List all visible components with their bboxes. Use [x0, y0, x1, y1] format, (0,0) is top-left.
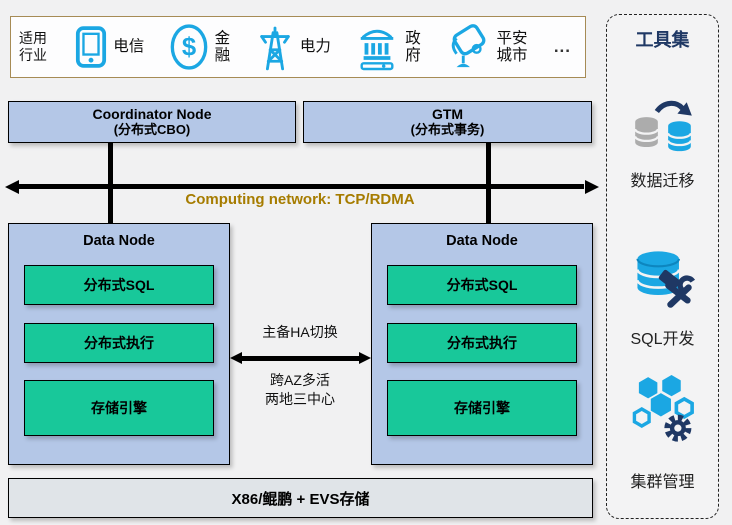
data-migration-icon: [633, 100, 692, 152]
industry-label: 平安城市: [496, 29, 528, 64]
phone-icon: [76, 26, 107, 68]
coordinator-title: Coordinator Node: [92, 106, 212, 123]
ha-arrowhead-right: [359, 352, 371, 364]
ha-switch-label: 主备HA切换: [262, 324, 338, 340]
cctv-camera-icon: [451, 24, 485, 68]
layer-storage-engine: 存储引擎: [387, 380, 577, 436]
data-node-title: Data Node: [83, 233, 155, 249]
cross-az-line2: 两地三中心: [265, 391, 335, 407]
coordinator-connector-line: [108, 143, 113, 224]
industry-telecom: 电信: [75, 25, 144, 69]
network-arrowhead-right: [585, 179, 599, 194]
coordinator-subtitle: (分布式CBO): [113, 121, 191, 137]
tool-sql-development: [607, 245, 718, 311]
government-building-icon: [360, 29, 394, 71]
tool-label-cluster-management: 集群管理: [630, 474, 695, 491]
toolset-panel: 工具集 数据迁移: [606, 14, 719, 519]
tool-cluster-management: [607, 375, 718, 443]
data-node-left: Data Node 分布式SQL 分布式执行 存储引擎: [8, 223, 230, 465]
gtm-subtitle: (分布式事务): [410, 121, 485, 137]
layer-distributed-sql: 分布式SQL: [387, 265, 577, 305]
industry-label: 电力: [299, 38, 331, 56]
power-tower-icon: [260, 26, 290, 71]
industry-finance: $ 金融: [169, 23, 232, 71]
tool-label-sql-development: SQL开发: [630, 331, 695, 348]
layer-storage-engine: 存储引擎: [24, 380, 214, 436]
layer-distributed-execution: 分布式执行: [24, 323, 214, 363]
industry-label: 电信: [113, 38, 145, 56]
layer-distributed-sql: 分布式SQL: [24, 265, 214, 305]
gtm-node-box: GTM (分布式事务): [303, 101, 592, 143]
tool-label-data-migration: 数据迁移: [630, 173, 695, 190]
toolset-title: 工具集: [635, 30, 690, 50]
industries-banner: 适用行业 电信 $ 金融: [10, 16, 586, 78]
network-arrowhead-left: [5, 179, 19, 194]
industry-safe-city: 平安城市: [447, 23, 530, 71]
coordinator-node-box: Coordinator Node (分布式CBO): [8, 101, 296, 143]
network-label: Computing network: TCP/RDMA: [185, 191, 415, 208]
cross-az-line1: 跨AZ多活: [270, 372, 330, 388]
data-node-right: Data Node 分布式SQL 分布式执行 存储引擎: [371, 223, 593, 465]
layer-distributed-execution: 分布式执行: [387, 323, 577, 363]
cluster-management-icon: [632, 375, 694, 442]
industries-ellipsis: ...: [553, 37, 571, 56]
industry-power: 电力: [256, 23, 331, 71]
sql-development-icon: [635, 251, 695, 308]
network-arrow-line: [16, 184, 584, 189]
cross-az-label: 跨AZ多活 两地三中心: [230, 371, 370, 409]
industry-government: 政府: [355, 23, 422, 71]
dollar-icon: $: [170, 24, 207, 70]
svg-text:$: $: [181, 34, 195, 62]
data-node-title: Data Node: [446, 233, 518, 249]
ha-arrow-line: [240, 356, 361, 361]
industries-banner-label: 适用行业: [19, 30, 47, 63]
gtm-connector-line: [486, 143, 491, 224]
industry-label: 金融: [214, 29, 231, 64]
ha-arrowhead-left: [230, 352, 242, 364]
industry-label: 政府: [405, 29, 421, 64]
gtm-title: GTM: [431, 106, 464, 123]
tool-data-migration: [607, 99, 718, 157]
infrastructure-bar: X86/鲲鹏 + EVS存储: [8, 478, 593, 518]
